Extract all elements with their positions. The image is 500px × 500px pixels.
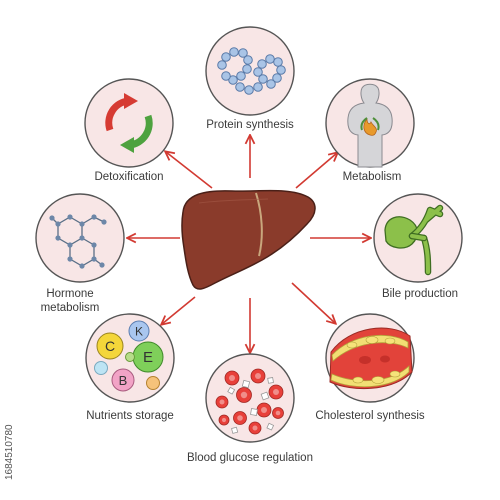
liver-icon [181,189,316,290]
blood-cells-icon [215,368,284,435]
human-silhouette-fire-icon [347,83,393,168]
node-protein: Protein synthesis [205,26,295,131]
node-hormone: Hormone metabolism [35,193,125,314]
node-cholesterol: Cholesterol synthesis [315,313,425,422]
vitamin-balls-icon: C K E B [94,320,164,392]
molecule-hexagon-icon [49,214,107,269]
gallbladder-icon [384,204,444,276]
node-metabolism: Metabolism [325,78,415,183]
label-nutrients: Nutrients storage [86,410,174,422]
label-metabolism: Metabolism [343,171,402,183]
arrow-detox [166,152,213,189]
vitamin-e: E [143,349,153,366]
clogged-artery-icon [329,327,413,390]
recycle-arrows-icon [105,93,153,153]
label-cholesterol: Cholesterol synthesis [315,410,425,422]
node-bile: Bile production [373,193,463,300]
node-glucose: Blood glucose regulation [187,353,313,464]
node-nutrients: C K E B Nutrients storage [85,313,175,422]
label-glucose: Blood glucose regulation [187,452,313,464]
label-hormone-1: Hormone [46,288,93,300]
arrow-nutrients [162,296,196,324]
label-hormone-2: metabolism [41,302,100,314]
label-protein: Protein synthesis [206,119,294,131]
vitamin-b: B [119,373,128,388]
label-bile: Bile production [382,288,458,300]
arrow-cholesterol [291,282,335,323]
label-detox: Detoxification [94,171,163,183]
arrows [128,136,370,352]
amino-acid-chain-icon [217,47,286,95]
arrow-metabolism [295,153,337,189]
node-detox: Detoxification [84,78,174,183]
vitamin-c: C [105,338,115,354]
vitamin-k: K [135,325,143,339]
